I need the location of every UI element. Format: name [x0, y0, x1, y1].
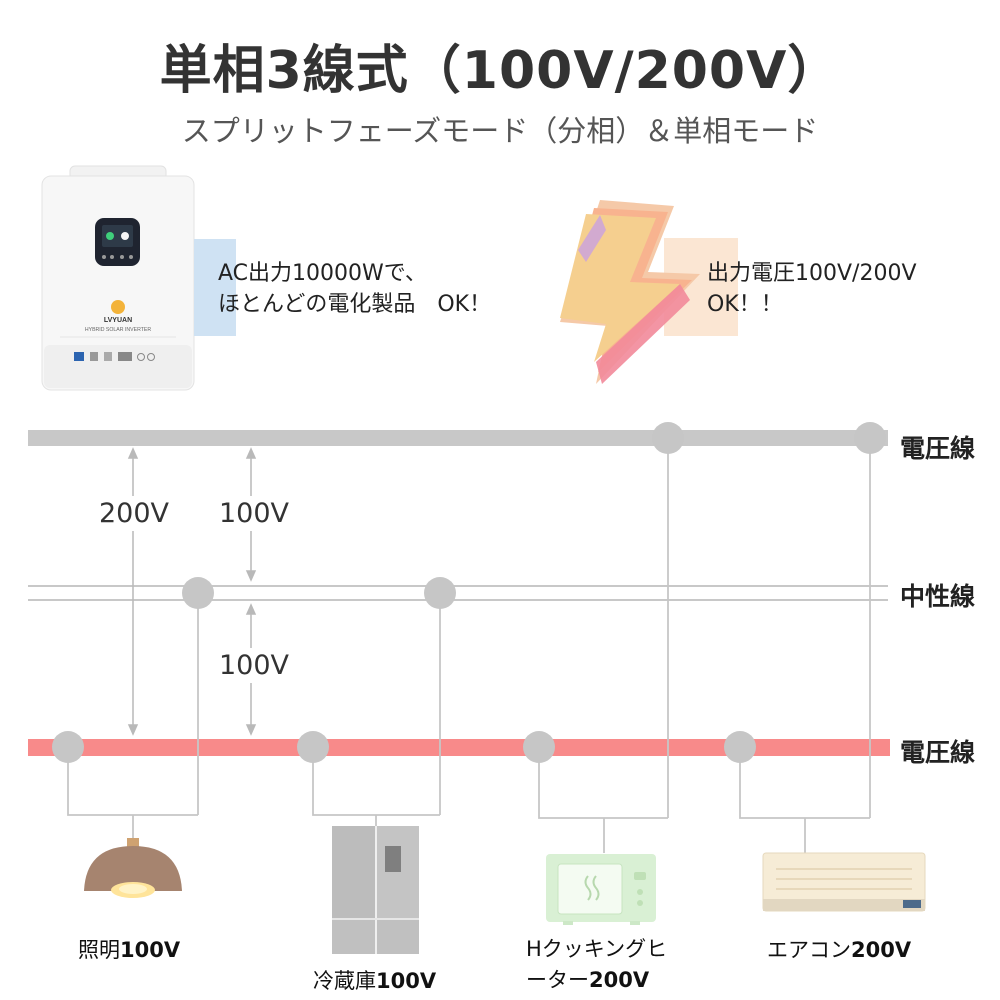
microwave-icon	[546, 854, 656, 925]
voltage-200v: 200V	[96, 496, 173, 531]
voltage-line-top	[28, 430, 888, 446]
fridge-voltage: 100V	[376, 969, 437, 993]
callout-right-line-2: OK！！	[707, 292, 783, 317]
fridge-icon	[332, 826, 419, 954]
aircon-voltage: 200V	[851, 938, 912, 962]
node-bottom-4	[724, 731, 756, 763]
lightning-bolt-icon	[560, 200, 738, 384]
heater-name-line-1: Hクッキングヒ	[526, 937, 668, 961]
device-label-aircon: エアコン200V	[767, 934, 911, 964]
callout-left-box	[194, 239, 236, 336]
voltage-100v-upper: 100V	[216, 496, 293, 531]
page-subtitle: スプリットフェーズモード（分相）＆単相モード	[181, 114, 819, 148]
callout-left-line-2: ほとんどの電化製品 OK！	[218, 292, 492, 317]
lamp-icon	[84, 838, 182, 898]
voltage-100v-lower: 100V	[216, 648, 293, 683]
node-neutral-2	[424, 577, 456, 609]
lamp-voltage: 100V	[120, 938, 181, 962]
callout-left-text: AC出力10000Wで、 ほとんどの電化製品 OK！	[218, 258, 491, 320]
connection-nodes	[52, 422, 886, 763]
label-voltage-line-top: 電圧線	[900, 434, 976, 463]
node-bottom-1	[52, 731, 84, 763]
callout-right-text: 出力電圧100V/200V OK！！	[707, 258, 917, 320]
aircon-name: エアコン	[767, 938, 851, 962]
wires	[67, 438, 871, 853]
voltage-line-bottom	[28, 739, 890, 756]
inverter-model: HYBRID SOLAR INVERTER	[85, 327, 151, 333]
inverter-brand: LVYUAN	[104, 317, 132, 324]
device-label-heater: Hクッキングヒ ーター200V	[526, 934, 667, 996]
label-voltage-line-bottom: 電圧線	[900, 738, 976, 767]
heater-voltage: 200V	[589, 968, 650, 992]
node-neutral-1	[182, 577, 214, 609]
node-bottom-3	[523, 731, 555, 763]
label-neutral-line: 中性線	[900, 582, 976, 611]
device-label-fridge: 冷蔵庫100V	[313, 965, 436, 995]
lamp-name: 照明	[78, 938, 120, 962]
neutral-line-b	[28, 599, 888, 601]
air-conditioner-icon	[762, 852, 926, 912]
neutral-line-a	[28, 585, 888, 587]
heater-name-line-2: ーター	[526, 968, 589, 992]
node-bottom-2	[297, 731, 329, 763]
node-top-2	[854, 422, 886, 454]
callout-right-line-1: 出力電圧100V/200V	[707, 261, 917, 286]
node-top-1	[652, 422, 684, 454]
callout-left-line-1: AC出力10000Wで、	[218, 261, 427, 286]
fridge-name: 冷蔵庫	[313, 969, 376, 993]
page-title: 単相3線式（100V/200V）	[159, 41, 841, 101]
inverter-image	[41, 165, 195, 391]
device-label-lamp: 照明100V	[78, 934, 180, 964]
